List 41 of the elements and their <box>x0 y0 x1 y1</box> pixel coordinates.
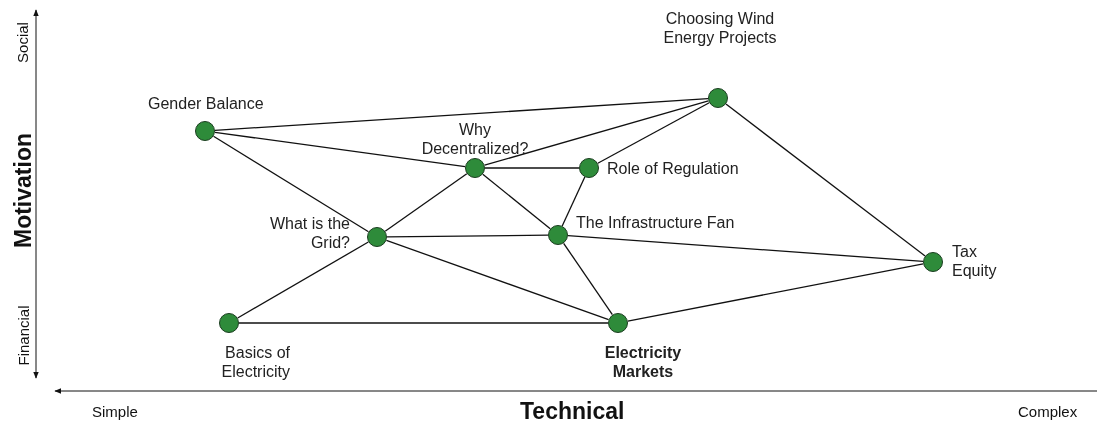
connector-line <box>238 322 609 324</box>
node-label: Electricity Markets <box>603 343 683 381</box>
node-label: Tax Equity <box>952 242 998 280</box>
connector-line <box>561 176 586 227</box>
connector-line <box>482 173 551 230</box>
connector-line <box>483 100 710 166</box>
connector-line <box>212 135 370 233</box>
node-label: Basics of Electricity <box>220 343 290 381</box>
node-label: The Infrastructure Fan <box>576 213 736 232</box>
node-label: Role of Regulation <box>607 159 740 178</box>
vertical-axis-title: Motivation <box>10 132 37 248</box>
horizontal-axis-title: Technical <box>520 398 625 425</box>
connector-line <box>484 167 580 169</box>
connector-line <box>725 103 926 257</box>
horizontal-axis-end-label: Complex <box>1018 403 1078 420</box>
vertical-axis-end-label: Financial <box>14 305 31 365</box>
horizontal-axis-end-label: Simple <box>92 403 138 420</box>
node-dot <box>367 227 387 247</box>
connector-line <box>214 98 709 131</box>
connector-line <box>627 263 924 322</box>
connector-line <box>386 234 549 238</box>
node-dot <box>465 158 485 178</box>
connector-line <box>597 102 710 164</box>
connector-line <box>567 235 924 262</box>
node-label: Choosing Wind Energy Projects <box>662 9 778 47</box>
node-label: Gender Balance <box>148 94 265 113</box>
node-label: Why Decentralized? <box>420 120 530 158</box>
connector-line <box>563 242 613 316</box>
node-dot <box>219 313 239 333</box>
node-dot <box>708 88 728 108</box>
connector-line <box>214 131 466 168</box>
connector-line <box>384 173 468 232</box>
node-label: What is the Grid? <box>268 214 350 252</box>
node-dot <box>579 158 599 178</box>
node-dot <box>195 121 215 141</box>
connector-line <box>385 239 610 321</box>
node-dot <box>608 313 628 333</box>
connector-line <box>237 241 369 319</box>
node-dot <box>923 252 943 272</box>
vertical-axis-end-label: Social <box>13 21 31 63</box>
node-dot <box>548 225 568 245</box>
